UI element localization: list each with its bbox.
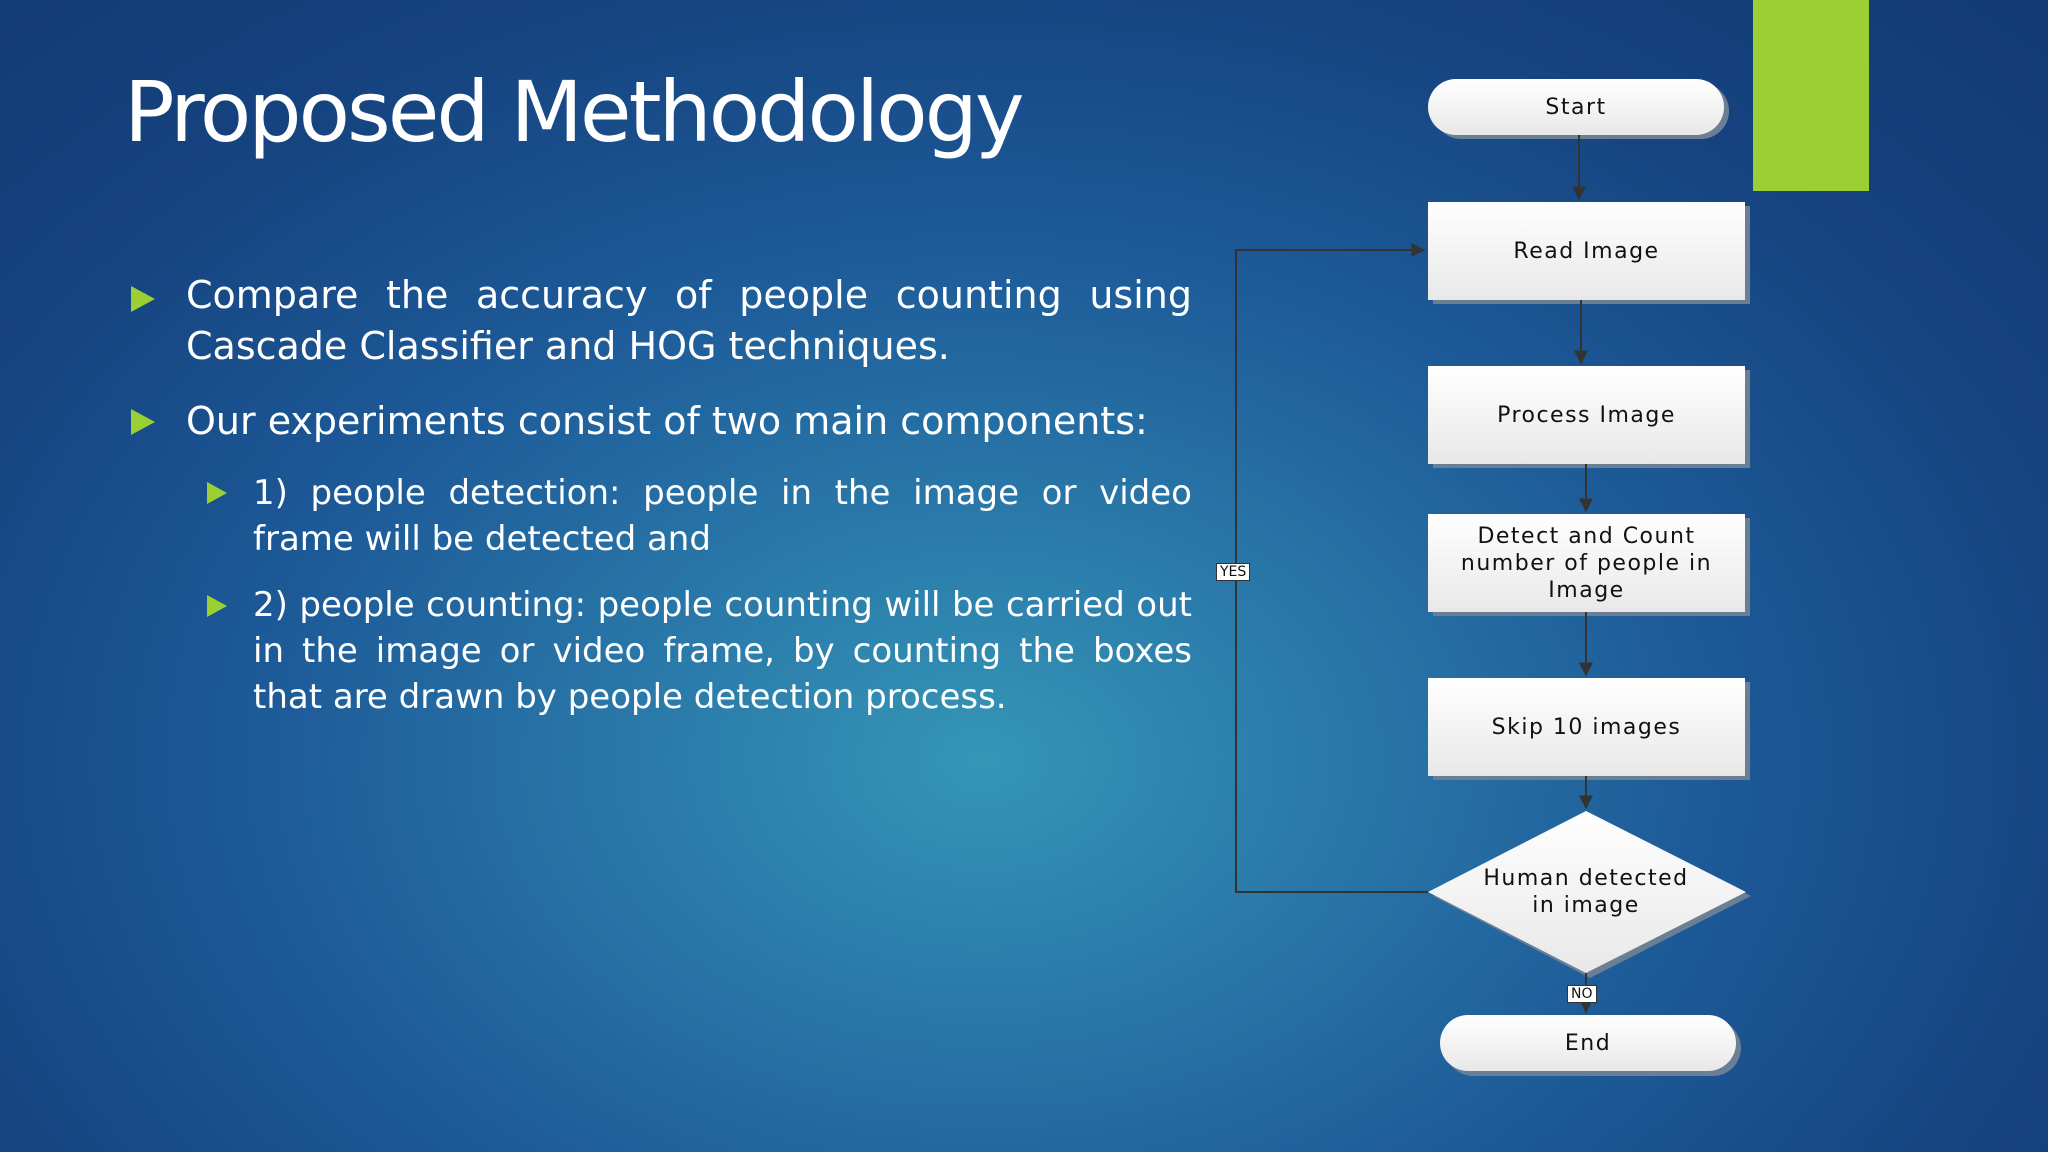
start-node <box>1428 79 1724 135</box>
skip-images-node <box>1428 678 1745 776</box>
no-edge-label: NO <box>1567 985 1597 1003</box>
slide-title: Proposed Methodology <box>124 63 1025 161</box>
process-image-node <box>1428 366 1745 464</box>
decision-node <box>1428 811 1746 973</box>
read-image-node <box>1428 202 1745 300</box>
sub-bullet-2: 2) people counting: people counting will… <box>253 585 1192 717</box>
bullet-1: Compare the accuracy of people counting … <box>186 273 1192 368</box>
detect-count-node <box>1428 514 1745 612</box>
sub-bullet-1: 1) people detection: people in the image… <box>253 473 1192 559</box>
end-node <box>1440 1015 1736 1071</box>
accent-bar <box>1753 0 1869 191</box>
skip-images-label: Skip 10 images <box>1491 714 1682 740</box>
arrow-yes-loop <box>1235 243 1428 893</box>
detect-count-label: Detect and Count number of people in Ima… <box>1460 523 1713 603</box>
read-image-label: Read Image <box>1513 238 1660 264</box>
sub-bullet-arrow-icon <box>207 595 227 617</box>
start-label: Start <box>1545 94 1607 120</box>
decision-label: Human detected in image <box>1483 866 1689 918</box>
bullet-arrow-icon <box>131 409 155 435</box>
bullet-arrow-icon <box>131 286 155 312</box>
sub-bullet-arrow-icon <box>207 482 227 504</box>
process-image-label: Process Image <box>1497 402 1676 428</box>
bullet-2: Our experiments consist of two main comp… <box>186 399 1148 443</box>
yes-edge-label: YES <box>1216 563 1251 581</box>
end-label: End <box>1564 1030 1612 1056</box>
